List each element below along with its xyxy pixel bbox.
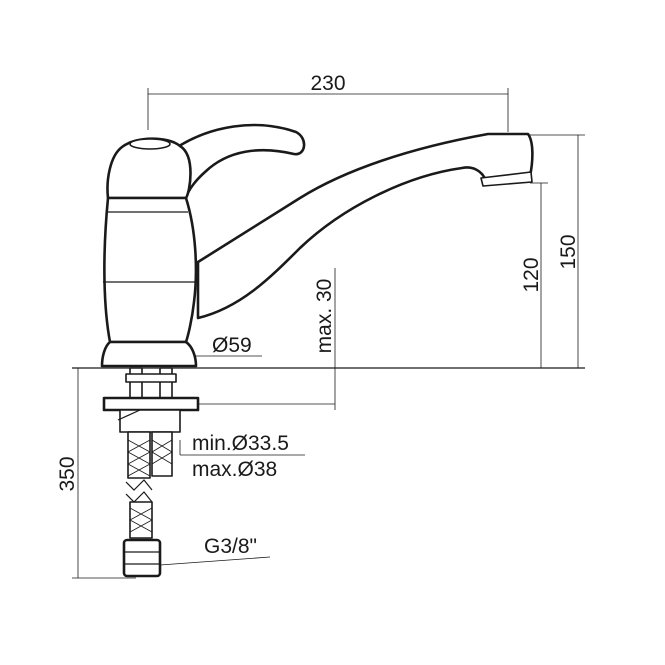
total-height-label: 150 xyxy=(557,234,580,269)
hose xyxy=(127,431,151,479)
fixing-bracket xyxy=(119,409,181,433)
faucet-body xyxy=(100,123,534,368)
threaded-rod xyxy=(159,367,173,399)
hole-max-diameter-label: max.Ø38 xyxy=(192,458,277,481)
hose-braid xyxy=(151,439,173,465)
hose-connection-label: G3/8" xyxy=(204,535,257,558)
base-diameter-label: Ø59 xyxy=(212,334,252,357)
cartridge-body xyxy=(103,196,198,344)
hole-min-diameter-label: min.Ø33.5 xyxy=(192,432,289,455)
fixing-assembly xyxy=(102,367,200,433)
break-mark xyxy=(125,479,153,491)
hose-braid xyxy=(129,507,153,533)
spout-height-label: 120 xyxy=(520,257,543,292)
aerator xyxy=(480,171,533,187)
cap-button xyxy=(129,138,171,150)
hose xyxy=(129,501,153,539)
hose-nut xyxy=(122,538,162,578)
flexible-hoses xyxy=(122,431,173,578)
base-flange xyxy=(100,340,198,368)
max-deck-thickness-label: max. 30 xyxy=(313,279,336,354)
fixing-plate xyxy=(102,396,200,412)
hose-length-label: 350 xyxy=(56,456,79,491)
dimension-labels: 230 150 120 max. 30 Ø59 min.Ø33.5 max.Ø3… xyxy=(56,72,580,558)
threaded-rod xyxy=(129,367,143,399)
dimension-lines xyxy=(72,88,585,579)
bracket-detail xyxy=(117,409,141,421)
fixing-nut xyxy=(125,373,177,383)
lever-handle xyxy=(174,123,306,200)
break-mark xyxy=(125,491,153,503)
spout xyxy=(196,132,534,320)
spout-reach-label: 230 xyxy=(310,72,345,95)
hose-braid xyxy=(127,439,151,477)
